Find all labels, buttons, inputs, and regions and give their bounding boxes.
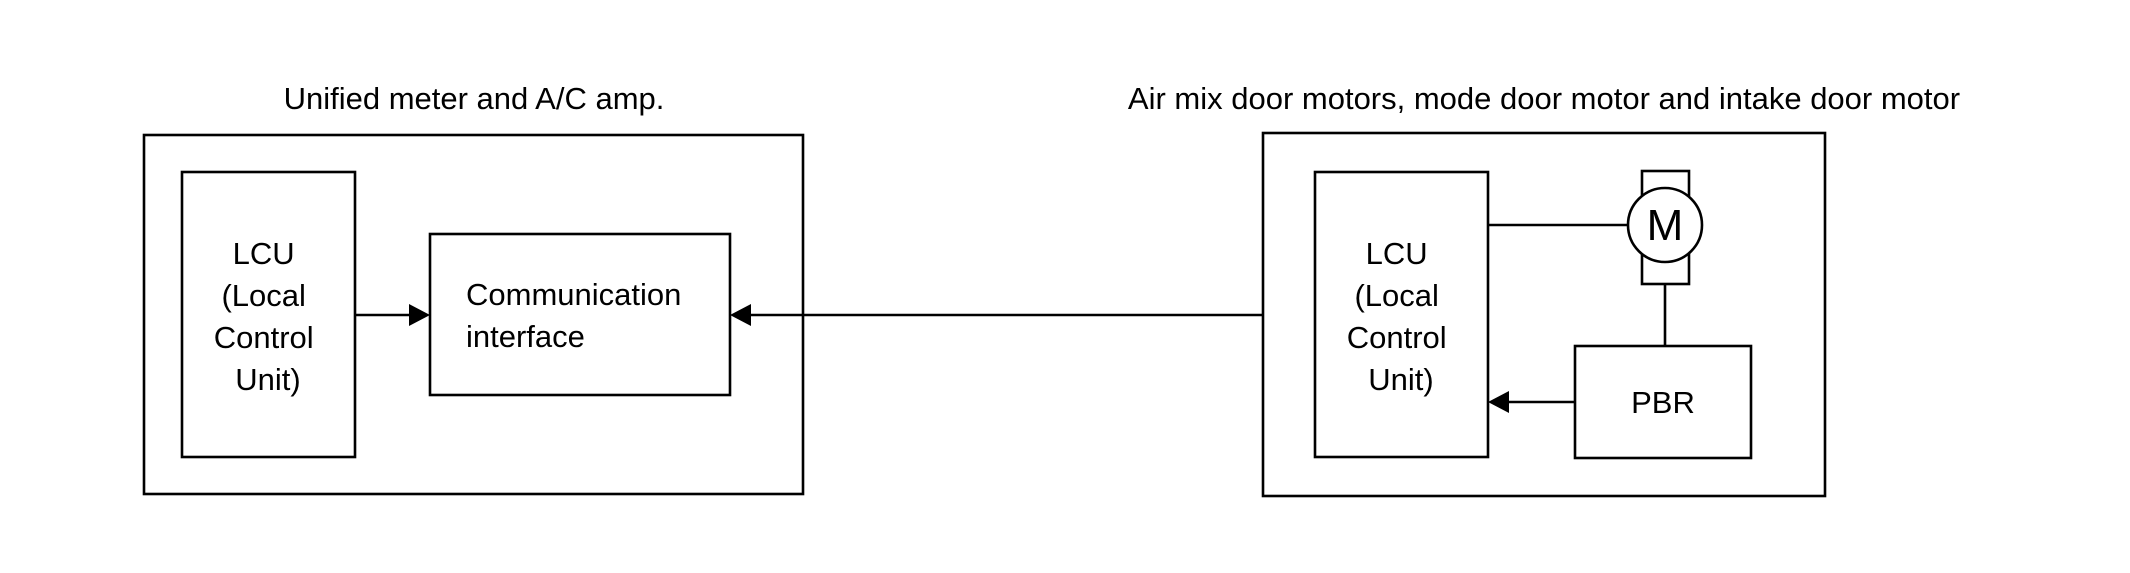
left-lcu-box <box>180 170 357 459</box>
communication-interface-label: Communication interface <box>466 277 690 354</box>
left-unit-title: Unified meter and A/C amp. <box>284 81 665 116</box>
motor-label: M <box>1647 201 1684 250</box>
right-lcu-line-4: Unit) <box>1368 362 1433 397</box>
right-lcu-line-1: LCU <box>1366 236 1428 271</box>
communication-interface-box <box>428 232 732 397</box>
left-lcu-label: LCU (Local Control Unit) <box>214 236 323 397</box>
right-lcu-line-2: (Local <box>1354 278 1438 313</box>
pbr-to-lcu-arrowhead <box>1488 391 1509 413</box>
left-lcu-line-1: LCU <box>233 236 295 271</box>
right-unit-title: Air mix door motors, mode door motor and… <box>1128 81 1960 116</box>
left-lcu-line-4: Unit) <box>235 362 300 397</box>
right-lcu-label: LCU (Local Control Unit) <box>1347 236 1456 397</box>
comm-line-2: interface <box>466 319 585 354</box>
lcu-to-comm-arrowhead <box>409 304 430 326</box>
left-lcu-line-2: (Local <box>221 278 305 313</box>
left-lcu-line-3: Control <box>214 320 314 355</box>
pbr-label: PBR <box>1631 385 1695 420</box>
bus-arrowhead-left <box>730 304 751 326</box>
right-lcu-box <box>1313 170 1490 459</box>
comm-line-1: Communication <box>466 277 681 312</box>
right-lcu-line-3: Control <box>1347 320 1447 355</box>
